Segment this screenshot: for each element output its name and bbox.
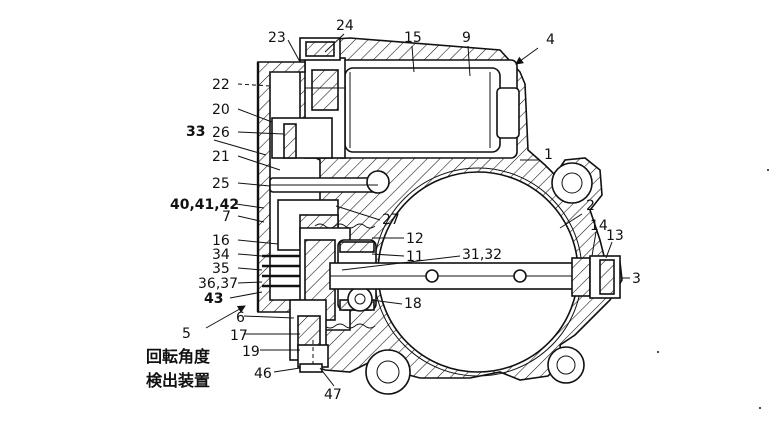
label-35: 35 [212,261,230,277]
label-11: 11 [406,249,424,265]
label-19: 19 [242,344,260,360]
sensor-magnets [262,254,300,288]
caption-line-1: 回転角度 [146,347,211,366]
label-18: 18 [404,296,422,312]
intermediate-gear [269,117,390,194]
label-43: 43 [204,291,223,307]
label-14: 14 [590,218,608,234]
label-21: 21 [212,149,230,165]
label-3: 3 [632,271,641,287]
label-24: 24 [336,18,354,34]
label-7: 7 [222,209,231,225]
label-33: 33 [186,124,205,140]
label-2: 2 [586,198,595,214]
label-20: 20 [212,102,230,118]
label-9: 9 [462,30,471,46]
specks [657,169,769,409]
label-4: 4 [546,32,555,48]
mounting-boss-bottom-left [365,349,411,395]
label-46: 46 [254,366,272,382]
label-36-37: 36,37 [198,276,238,292]
label-6: 6 [236,310,245,326]
label-23: 23 [268,30,286,46]
mounting-boss-top-right [551,162,593,204]
leader-lines [205,33,630,387]
label-12: 12 [406,231,424,247]
label-5: 5 [182,326,191,342]
throttle-shaft [329,255,621,299]
bearing [347,286,373,312]
label-25: 25 [212,176,230,192]
label-34: 34 [212,247,230,263]
label-27: 27 [382,212,400,228]
caption-line-2: 検出装置 [146,371,210,390]
mounting-boss-bottom-right [547,346,585,384]
motor [344,67,520,153]
label-47: 47 [324,387,342,403]
label-22: 22 [212,77,230,93]
label-1: 1 [544,147,553,163]
label-31-32: 31,32 [462,247,502,263]
caption: 回転角度 検出装置 [146,347,211,390]
label-16: 16 [212,233,230,249]
rotation-angle-sensor [289,299,329,373]
label-40-41-42: 40,41,42 [170,197,239,213]
label-15: 15 [404,30,422,46]
reference-labels: 23 24 15 9 4 1 2 14 13 3 22 20 33 26 21 … [170,18,641,403]
gear-cover [256,61,306,313]
label-17: 17 [230,328,248,344]
label-26: 26 [212,125,230,141]
label-13: 13 [606,228,624,244]
